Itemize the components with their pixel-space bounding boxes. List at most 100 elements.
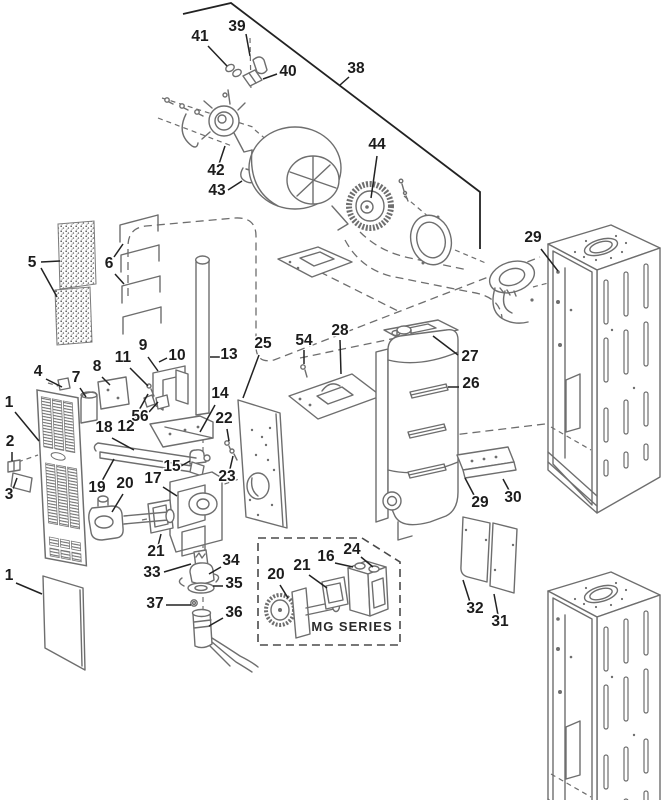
small-parts-left-art bbox=[7, 376, 130, 493]
louvered-panel-art bbox=[36, 377, 88, 567]
part-label-21: 21 bbox=[293, 557, 311, 574]
leader-line-14 bbox=[199, 404, 216, 433]
part-label-42: 42 bbox=[207, 162, 224, 179]
blank-panel-art bbox=[42, 575, 86, 671]
leader-line-27 bbox=[432, 335, 459, 356]
leader-line-20 bbox=[279, 584, 289, 599]
leader-line-31 bbox=[493, 593, 499, 616]
part-label-39: 39 bbox=[228, 18, 246, 35]
vent-pipe-art bbox=[194, 255, 210, 416]
part-label-26: 26 bbox=[462, 375, 480, 392]
leader-line-41 bbox=[207, 45, 228, 67]
part-label-18: 18 bbox=[95, 419, 113, 436]
leader-line-9 bbox=[147, 356, 159, 372]
mounting-plate-art bbox=[277, 246, 353, 278]
leader-line-7 bbox=[79, 387, 87, 398]
part-label-27: 27 bbox=[461, 348, 478, 365]
part-label-25: 25 bbox=[254, 335, 272, 352]
leader-line-6 bbox=[113, 243, 124, 258]
mg-series-label: MG SERIES bbox=[311, 619, 392, 634]
part-label-9: 9 bbox=[139, 337, 148, 354]
leader-line-3 bbox=[12, 477, 18, 490]
leader-line-1 bbox=[14, 411, 40, 442]
part-label-2: 2 bbox=[6, 433, 15, 450]
leader-line-36 bbox=[208, 617, 224, 627]
leader-line-32 bbox=[462, 579, 471, 603]
bracket-9-10-art bbox=[143, 365, 189, 411]
part-label-29: 29 bbox=[524, 229, 542, 246]
leader-line-15 bbox=[180, 460, 191, 467]
part-label-24: 24 bbox=[343, 541, 361, 558]
part-label-38: 38 bbox=[347, 60, 365, 77]
leader-line-6 bbox=[114, 273, 125, 285]
leader-line-20 bbox=[111, 493, 124, 513]
leader-line-21 bbox=[308, 574, 328, 589]
leader-line-8 bbox=[101, 376, 111, 386]
part-label-12: 12 bbox=[117, 418, 134, 435]
leader-line-21 bbox=[157, 533, 162, 547]
leader-line-40 bbox=[262, 73, 278, 80]
pilot-assembly-art bbox=[178, 549, 259, 673]
support-brackets-art bbox=[119, 214, 162, 335]
part-label-32: 32 bbox=[466, 600, 483, 617]
leader-line-44 bbox=[370, 155, 378, 199]
part-label-14: 14 bbox=[211, 385, 229, 402]
part-label-40: 40 bbox=[279, 63, 296, 80]
leader-line-18 bbox=[111, 437, 135, 451]
leader-line-1 bbox=[15, 582, 43, 595]
part-label-10: 10 bbox=[168, 347, 185, 364]
group-line-38 bbox=[182, 2, 481, 249]
part-label-16: 16 bbox=[317, 548, 335, 565]
leader-line-16 bbox=[334, 562, 354, 568]
panel-25-art bbox=[237, 399, 288, 529]
leader-line-19 bbox=[101, 458, 115, 482]
part-label-7: 7 bbox=[72, 369, 81, 386]
leader-line-4 bbox=[45, 378, 63, 388]
blower-housing-art bbox=[248, 126, 349, 231]
plate-14-art bbox=[149, 415, 238, 465]
plate-28-art bbox=[288, 364, 382, 420]
part-label-54: 54 bbox=[295, 332, 313, 349]
part-label-6: 6 bbox=[105, 255, 114, 272]
leader-line-29 bbox=[540, 248, 559, 272]
cabinet-art bbox=[547, 224, 661, 514]
part-label-17: 17 bbox=[144, 470, 161, 487]
rail-30-art bbox=[456, 446, 517, 479]
leader-line-23 bbox=[229, 455, 234, 470]
leader-line-39 bbox=[245, 33, 251, 57]
inlet-ring-art bbox=[409, 214, 453, 266]
part-label-13: 13 bbox=[220, 346, 238, 363]
leader-line-22 bbox=[226, 428, 230, 442]
part-label-21: 21 bbox=[147, 543, 165, 560]
part-label-5: 5 bbox=[28, 254, 37, 271]
leader-line-33 bbox=[163, 563, 192, 573]
part-label-30: 30 bbox=[504, 489, 521, 506]
leader-line-34 bbox=[208, 566, 222, 575]
leader-line-25 bbox=[242, 354, 260, 399]
part-label-19: 19 bbox=[88, 479, 106, 496]
part-label-43: 43 bbox=[208, 182, 226, 199]
leader-line-5 bbox=[40, 267, 58, 298]
leader-line-43 bbox=[227, 180, 243, 191]
lower-cabinet-art bbox=[547, 571, 661, 800]
flue-elbow-art bbox=[488, 260, 536, 324]
part-label-31: 31 bbox=[491, 613, 509, 630]
part-label-1: 1 bbox=[5, 567, 14, 584]
part-label-29: 29 bbox=[471, 494, 489, 511]
part-label-33: 33 bbox=[143, 564, 161, 581]
leader-line-29 bbox=[464, 477, 476, 498]
mg-burner-art bbox=[264, 560, 389, 639]
part-label-34: 34 bbox=[222, 552, 240, 569]
leader-line-56 bbox=[148, 401, 159, 413]
part-label-11: 11 bbox=[115, 349, 132, 366]
leader-line-17 bbox=[162, 486, 178, 497]
blower-wheel-art bbox=[346, 178, 409, 231]
part-label-15: 15 bbox=[163, 458, 181, 475]
gas-controls-art bbox=[88, 442, 223, 557]
mg-series-box: MG SERIES bbox=[257, 537, 401, 646]
part-label-8: 8 bbox=[93, 358, 102, 375]
leader-line-11 bbox=[129, 367, 149, 387]
leader-line-5 bbox=[40, 260, 61, 263]
leader-line-42 bbox=[218, 145, 226, 165]
